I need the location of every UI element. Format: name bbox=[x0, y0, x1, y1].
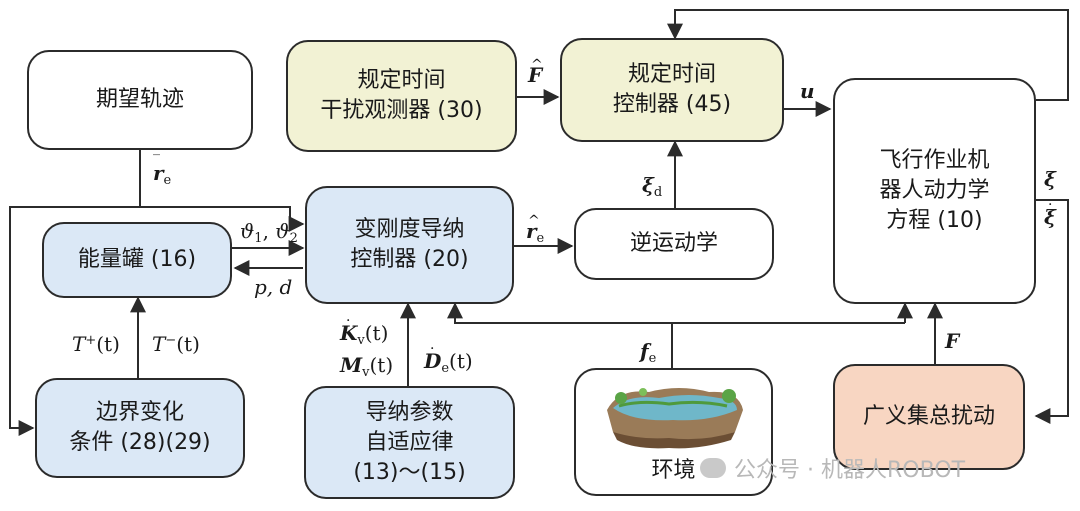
watermark: 公众号 · 机器人ROBOT bbox=[700, 452, 965, 484]
signal-f-e: fe bbox=[640, 339, 657, 366]
signal-F-hat: F ^ bbox=[528, 57, 543, 87]
signal-xi-dot: · ξ bbox=[1044, 197, 1056, 229]
arrow-state-to-disturbance bbox=[1034, 199, 1069, 424]
signal-D-e: · De(t) bbox=[424, 341, 473, 376]
desired-trajectory-box: 期望轨迹 bbox=[27, 50, 253, 150]
robot-dynamics-box: 飞行作业机 器人动力学 方程 (10) bbox=[833, 78, 1036, 304]
box-label: 器人动力学 bbox=[879, 178, 990, 203]
signal-M-v: Mv(t) bbox=[340, 353, 394, 380]
environment-box: 环境 bbox=[574, 368, 773, 496]
box-label: 边界变化 bbox=[95, 400, 184, 425]
signal-theta: ϑ1, ϑ2 bbox=[240, 219, 298, 246]
signal-r-bar-e: ‾ re bbox=[153, 153, 172, 188]
arrow-feedback-to-controller bbox=[667, 9, 1069, 101]
energy-tank-box: 能量罐 (16) bbox=[42, 222, 232, 298]
arrow-fe-to-admittance bbox=[447, 302, 905, 324]
signal-xi-d: ξd bbox=[642, 173, 663, 200]
prescribed-time-controller-box: 规定时间 控制器 (45) bbox=[560, 38, 784, 142]
box-label: 规定时间 bbox=[627, 62, 716, 87]
box-label: 干扰观测器 (30) bbox=[320, 98, 483, 123]
box-label: 逆运动学 bbox=[629, 231, 718, 256]
adaptive-law-box: 导纳参数 自适应律 (13)～(15) bbox=[304, 386, 515, 499]
boundary-condition-box: 边界变化 条件 (28)(29) bbox=[35, 378, 245, 478]
signal-F: F bbox=[945, 329, 960, 353]
signal-K-v: · Kv(t) bbox=[340, 313, 389, 348]
wechat-icon bbox=[700, 458, 726, 478]
box-label: 期望轨迹 bbox=[95, 87, 184, 112]
box-label: 条件 (28)(29) bbox=[69, 430, 211, 455]
box-label: (13)～(15) bbox=[353, 459, 466, 485]
inverse-kinematics-box: 逆运动学 bbox=[574, 208, 774, 280]
arrow-trajectory-to-boundary bbox=[9, 150, 141, 436]
box-label: 环境 bbox=[651, 458, 696, 483]
watermark-text: 公众号 · 机器人ROBOT bbox=[734, 458, 966, 483]
signal-T-minus: T−(t) bbox=[152, 332, 200, 356]
box-label: 规定时间 bbox=[357, 68, 446, 93]
arrow-trajectory-to-admittance bbox=[140, 206, 305, 232]
signal-u: u bbox=[800, 79, 815, 103]
box-label: 变刚度导纳 bbox=[354, 217, 465, 242]
box-label: 控制器 (45) bbox=[612, 92, 732, 117]
box-label: 控制器 (20) bbox=[350, 247, 469, 272]
signal-r-hat-e: ^ re bbox=[526, 213, 545, 246]
disturbance-observer-box: 规定时间 干扰观测器 (30) bbox=[286, 40, 517, 152]
admittance-controller-box: 变刚度导纳 控制器 (20) bbox=[305, 186, 514, 304]
signal-xi: ξ bbox=[1044, 167, 1056, 191]
box-label: 广义集总扰动 bbox=[862, 404, 995, 429]
signal-p-d: p, d bbox=[254, 275, 293, 299]
box-label: 自适应律 bbox=[365, 429, 454, 455]
environment-terrain-icon bbox=[606, 388, 743, 449]
box-label: 能量罐 (16) bbox=[77, 247, 197, 272]
box-label: 飞行作业机 bbox=[879, 148, 990, 173]
signal-T-plus: T+(t) bbox=[72, 332, 120, 356]
box-label: 导纳参数 bbox=[365, 399, 454, 425]
box-label: 方程 (10) bbox=[886, 208, 983, 233]
lumped-disturbance-box: 广义集总扰动 bbox=[833, 364, 1025, 470]
